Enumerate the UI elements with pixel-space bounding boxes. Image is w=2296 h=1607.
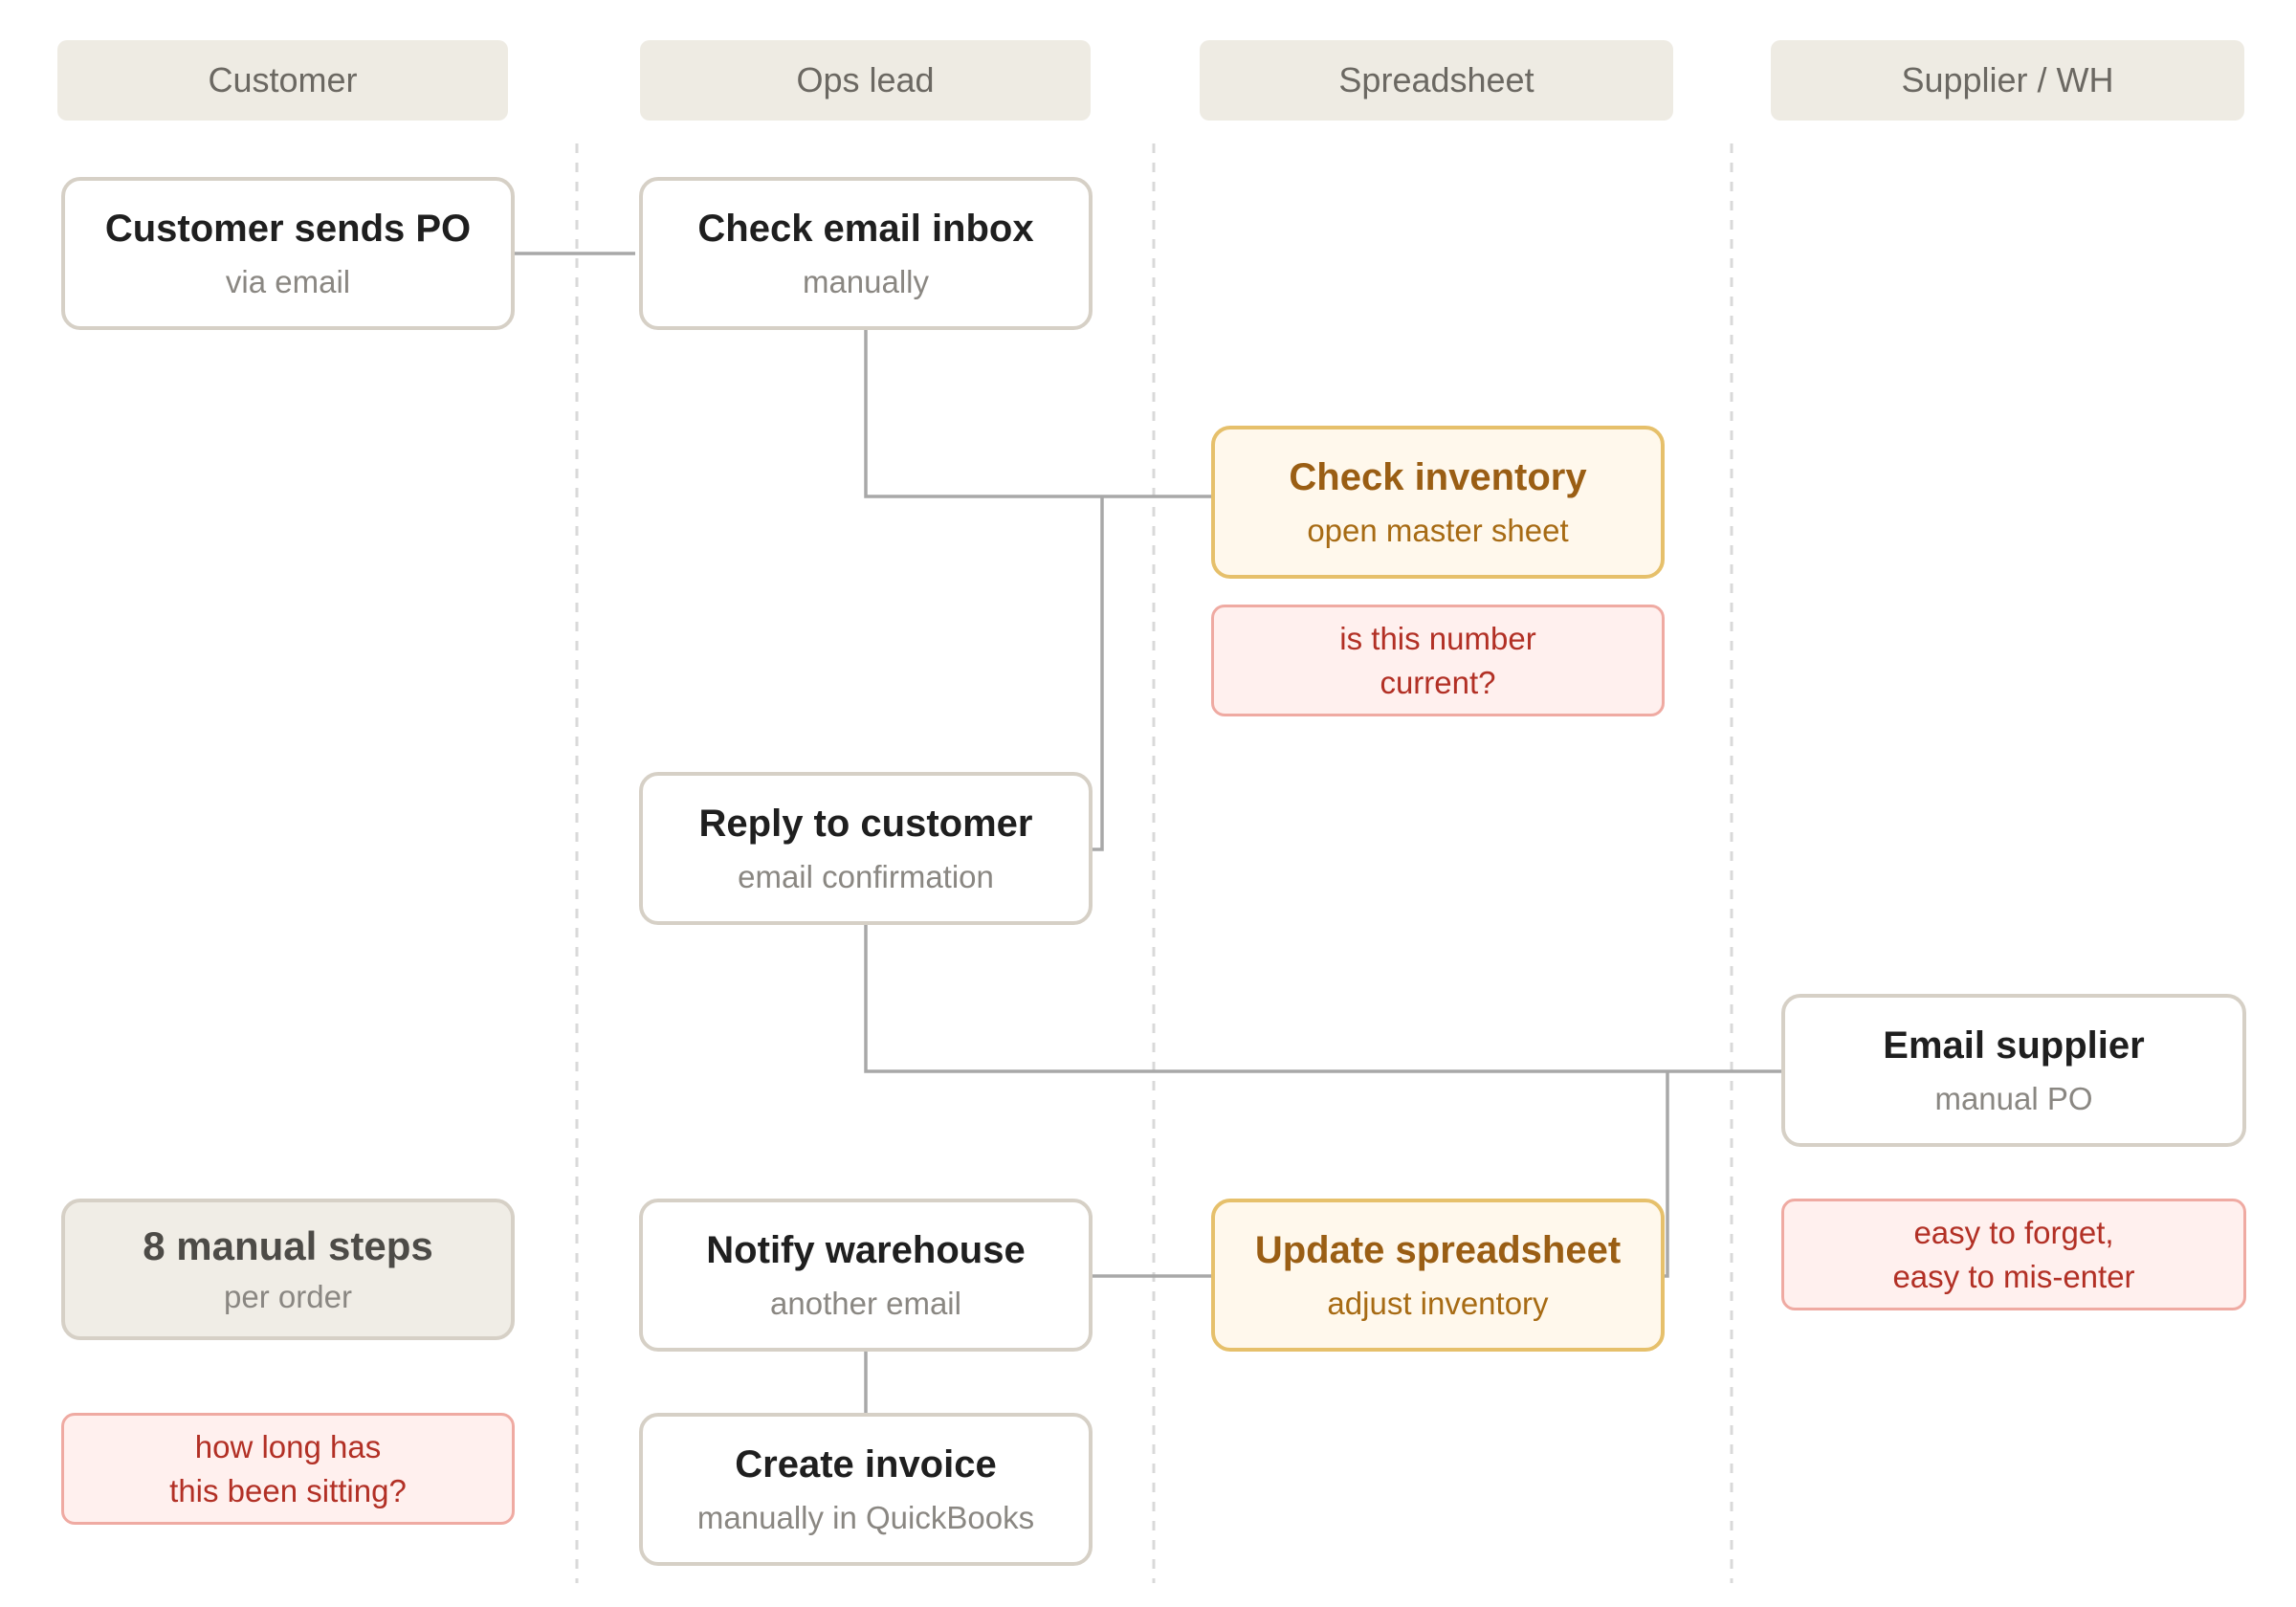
connector-inbox-to-inventory xyxy=(864,328,1213,498)
connector-reply-to-supplier xyxy=(864,923,1783,1073)
lane-header-customer: Customer xyxy=(57,40,508,121)
note-text: easy to forget, easy to mis-enter xyxy=(1892,1214,2135,1294)
step-title: Create invoice xyxy=(735,1443,997,1486)
summary-title: 8 manual steps xyxy=(143,1223,433,1268)
step-title: Update spreadsheet xyxy=(1254,1229,1622,1272)
step-title: Email supplier xyxy=(1883,1024,2145,1068)
step-customer-sends-po: Customer sends PO via email xyxy=(61,177,515,330)
note-text: how long has this been sitting? xyxy=(169,1428,407,1508)
lane-header-supplier-wh: Supplier / WH xyxy=(1771,40,2244,121)
pain-note-how-long-sitting: how long has this been sitting? xyxy=(61,1413,515,1525)
step-subtitle: adjust inventory xyxy=(1327,1286,1549,1322)
step-subtitle: manually xyxy=(802,264,930,300)
step-reply-to-customer: Reply to customer email confirmation xyxy=(639,772,1093,925)
pain-note-forget-misenter: easy to forget, easy to mis-enter xyxy=(1781,1199,2246,1310)
summary-manual-steps: 8 manual steps per order xyxy=(61,1199,515,1340)
pain-note-inventory-current: is this number current? xyxy=(1211,605,1665,716)
note-text: is this number current? xyxy=(1339,620,1536,700)
lane-header-ops-lead: Ops lead xyxy=(640,40,1091,121)
lane-header-spreadsheet: Spreadsheet xyxy=(1200,40,1673,121)
step-subtitle: email confirmation xyxy=(738,859,994,895)
step-email-supplier: Email supplier manual PO xyxy=(1781,994,2246,1147)
step-create-invoice: Create invoice manually in QuickBooks xyxy=(639,1413,1093,1566)
step-title: Check inventory xyxy=(1289,456,1587,499)
step-subtitle: via email xyxy=(225,264,351,300)
step-title: Notify warehouse xyxy=(706,1229,1026,1272)
step-check-email-inbox: Check email inbox manually xyxy=(639,177,1093,330)
step-check-inventory: Check inventory open master sheet xyxy=(1211,426,1665,579)
step-update-spreadsheet: Update spreadsheet adjust inventory xyxy=(1211,1199,1665,1352)
connector-inventory-to-reply xyxy=(1091,496,1104,851)
step-title: Customer sends PO xyxy=(104,208,472,251)
step-notify-warehouse: Notify warehouse another email xyxy=(639,1199,1093,1352)
step-subtitle: another email xyxy=(770,1286,961,1322)
summary-subtitle: per order xyxy=(224,1279,352,1315)
step-subtitle: manual PO xyxy=(1934,1081,2093,1117)
step-subtitle: manually in QuickBooks xyxy=(696,1500,1035,1536)
step-title: Reply to customer xyxy=(698,803,1033,846)
step-subtitle: open master sheet xyxy=(1307,513,1569,549)
step-title: Check email inbox xyxy=(697,208,1034,251)
